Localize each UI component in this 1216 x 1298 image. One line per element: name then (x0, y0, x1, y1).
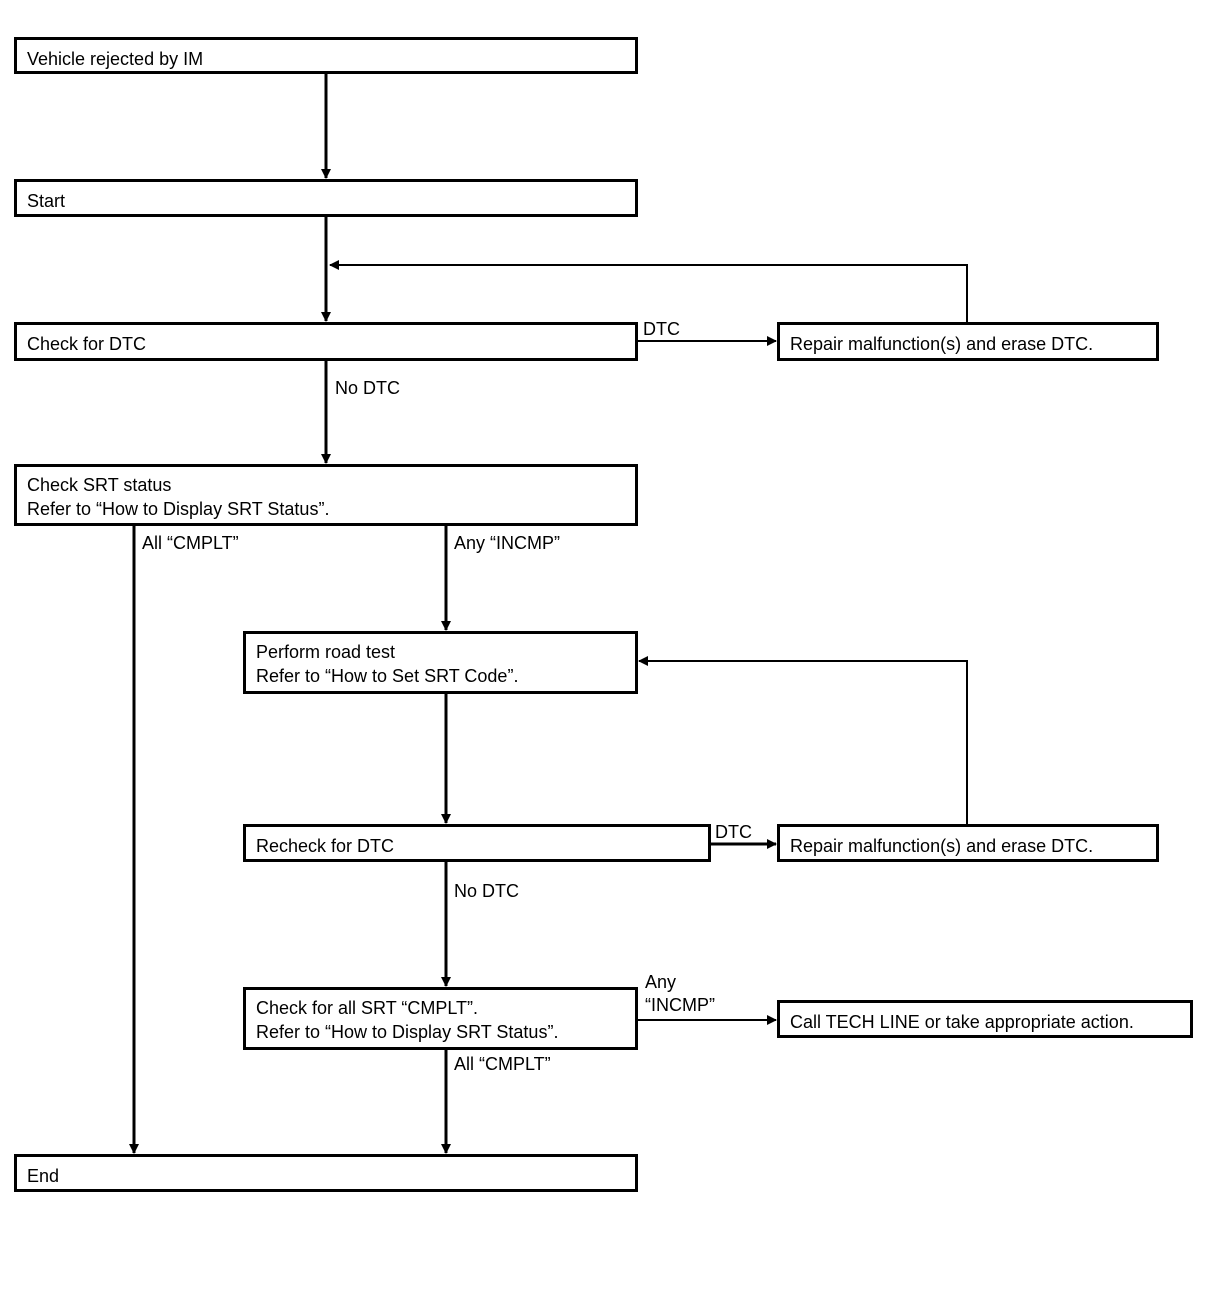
box-check-srt-line2: Refer to “How to Display SRT Status”. (27, 499, 330, 519)
label-no-dtc-1: No DTC (335, 378, 401, 398)
box-road-test: Perform road test Refer to “How to Set S… (243, 631, 638, 694)
box-check-srt: Check SRT status Refer to “How to Displa… (14, 464, 638, 526)
arrow-repair-loop-back (329, 260, 968, 322)
box-repair-1: Repair malfunction(s) and erase DTC. (777, 322, 1159, 361)
box-check-dtc-text: Check for DTC (27, 334, 147, 354)
box-end-text: End (27, 1166, 60, 1186)
box-call-tech-line: Call TECH LINE or take appropriate actio… (777, 1000, 1193, 1038)
box-road-test-line1: Perform road test (256, 642, 396, 662)
box-vehicle-rejected: Vehicle rejected by IM (14, 37, 638, 74)
arrow-repair-loop-to-road-test (638, 656, 968, 825)
box-repair-2: Repair malfunction(s) and erase DTC. (777, 824, 1159, 862)
box-check-dtc: Check for DTC (14, 322, 638, 361)
label-any-incmp-2-line1: Any (645, 972, 677, 992)
label-all-cmplt-1: All “CMPLT” (142, 533, 239, 553)
label-any-incmp-1: Any “INCMP” (454, 533, 561, 553)
box-start: Start (14, 179, 638, 217)
label-dtc-2: DTC (715, 822, 752, 842)
label-all-cmplt-2: All “CMPLT” (454, 1054, 551, 1074)
box-call-tech-line-text: Call TECH LINE or take appropriate actio… (790, 1012, 1134, 1032)
box-start-text: Start (27, 191, 66, 211)
box-check-srt-line1: Check SRT status (27, 475, 172, 495)
box-recheck-dtc-text: Recheck for DTC (256, 836, 395, 856)
box-check-all-srt: Check for all SRT “CMPLT”. Refer to “How… (243, 987, 638, 1050)
box-recheck-dtc: Recheck for DTC (243, 824, 711, 862)
box-end: End (14, 1154, 638, 1192)
label-dtc-1: DTC (643, 319, 680, 339)
box-repair-1-text: Repair malfunction(s) and erase DTC. (790, 334, 1094, 354)
label-any-incmp-2-line2: “INCMP” (645, 995, 715, 1015)
box-check-all-srt-line1: Check for all SRT “CMPLT”. (256, 998, 479, 1018)
box-road-test-line2: Refer to “How to Set SRT Code”. (256, 666, 519, 686)
label-no-dtc-2: No DTC (454, 881, 520, 901)
box-check-all-srt-line2: Refer to “How to Display SRT Status”. (256, 1022, 559, 1042)
box-vehicle-rejected-text: Vehicle rejected by IM (27, 49, 204, 69)
box-repair-2-text: Repair malfunction(s) and erase DTC. (790, 836, 1094, 856)
